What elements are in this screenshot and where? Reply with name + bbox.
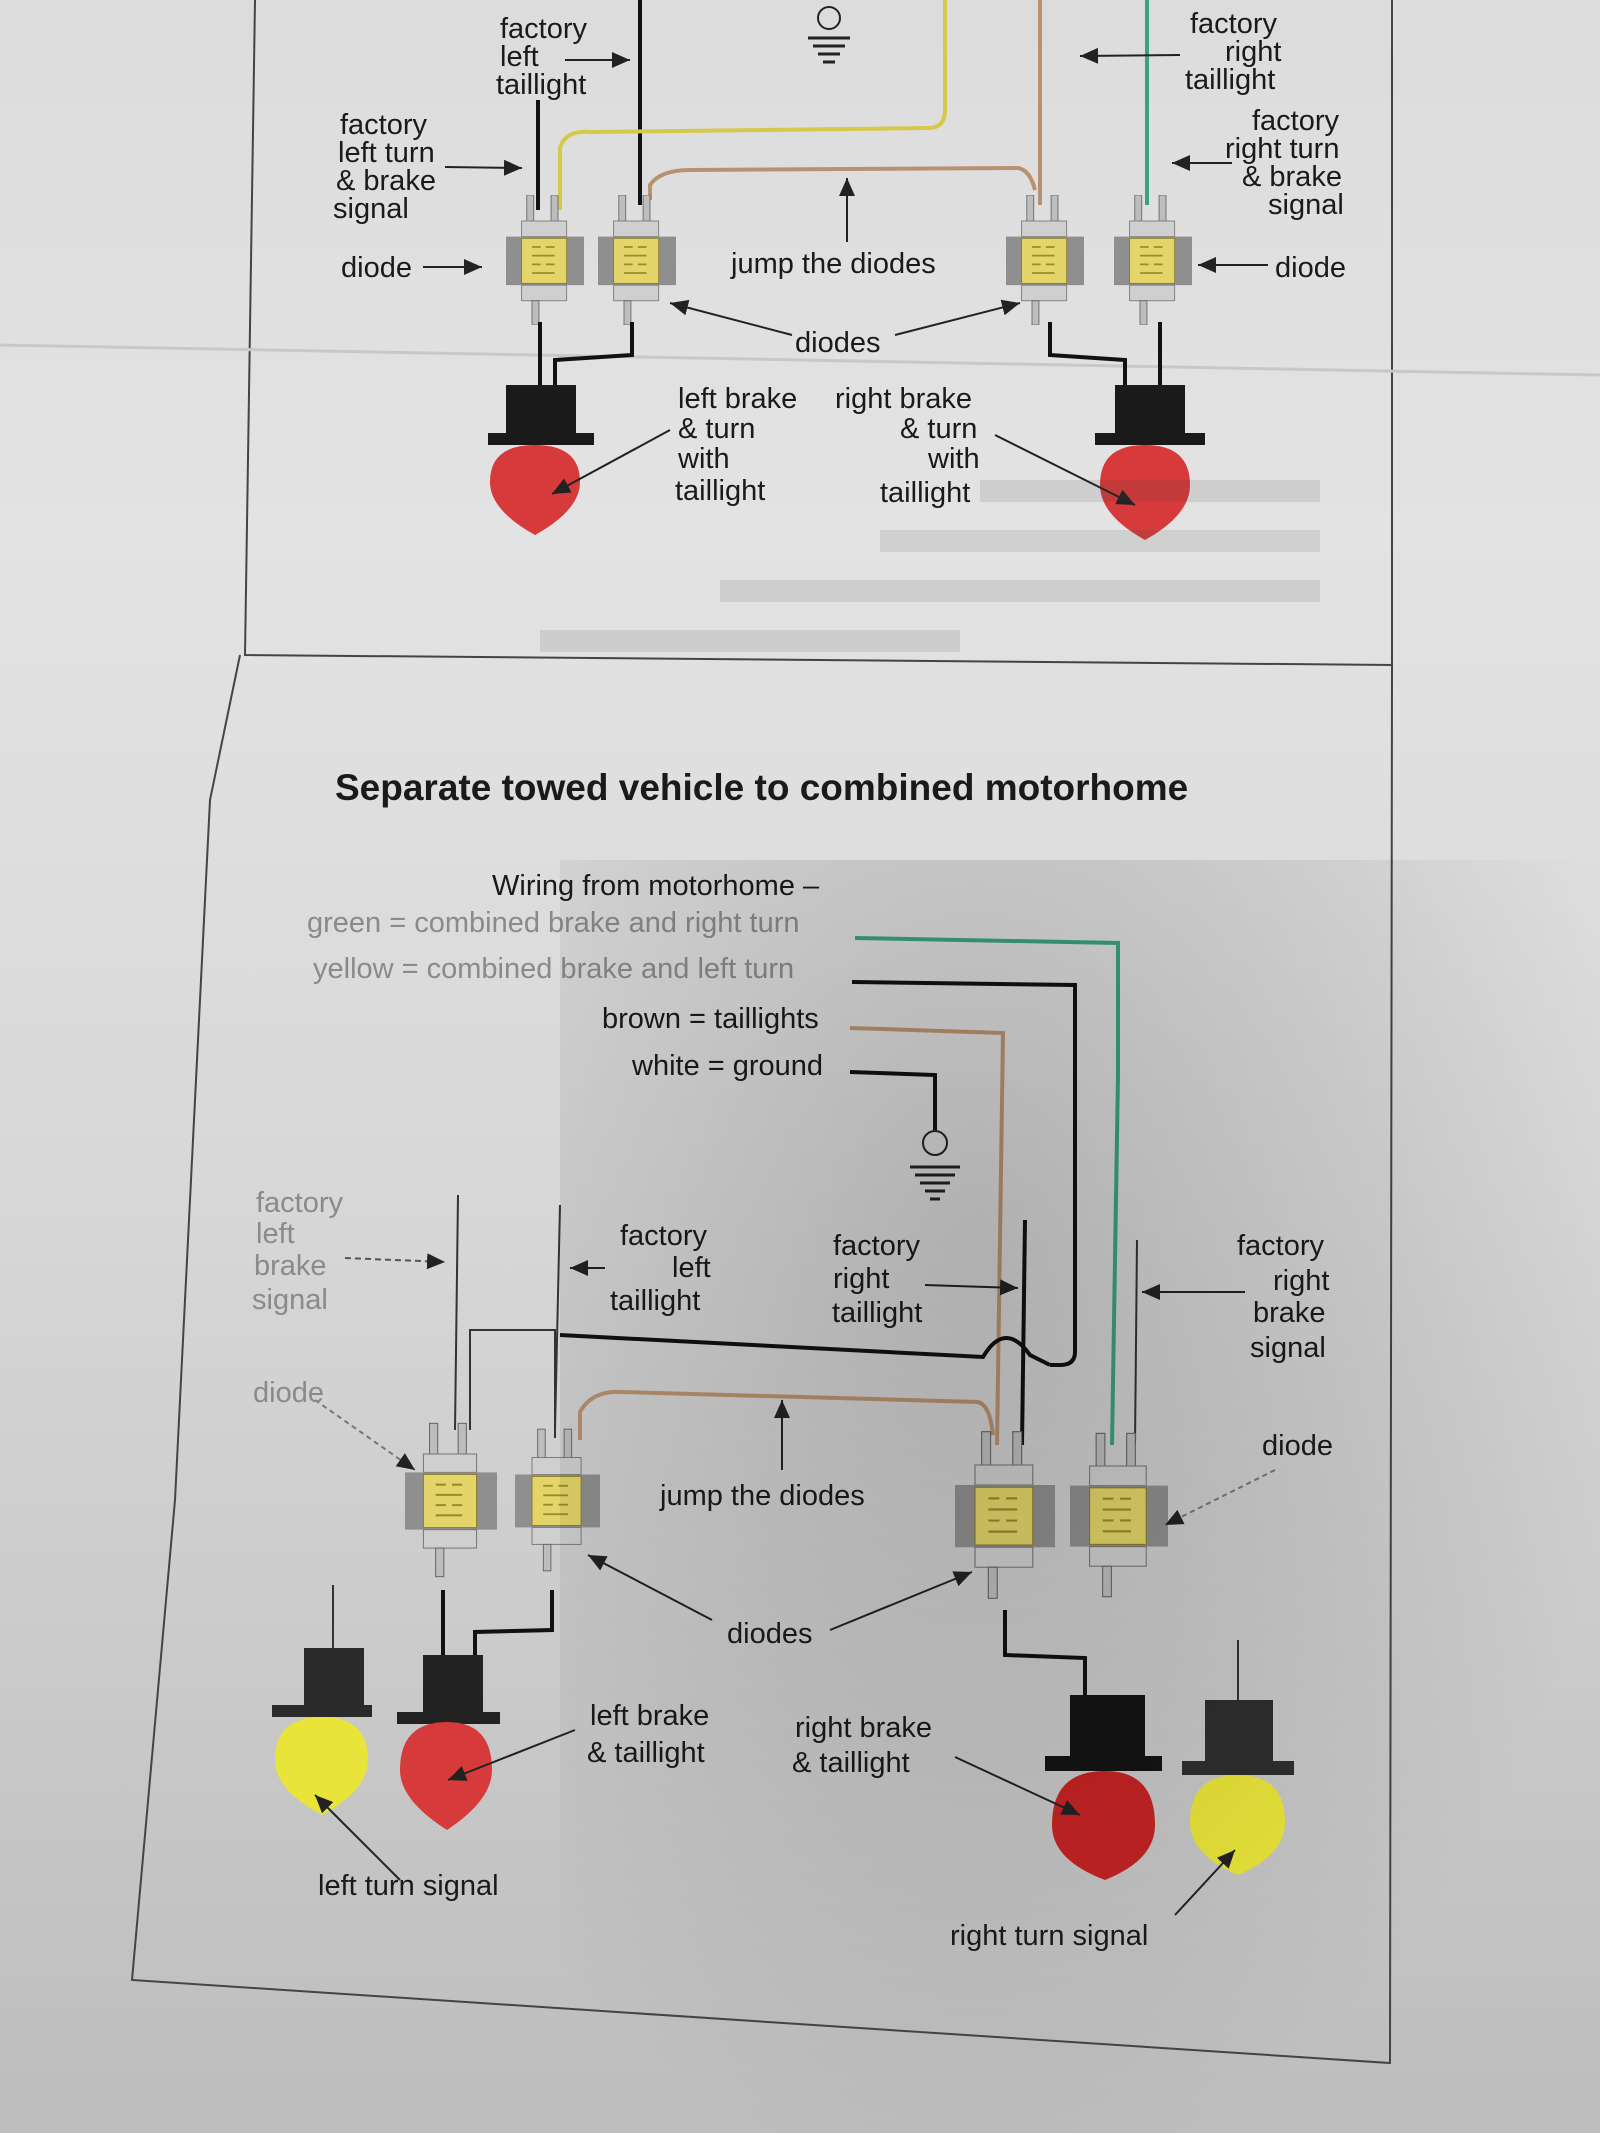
bottom-panel: Separate towed vehicle to combined motor… (252, 767, 1337, 1952)
bulb-right-brake-turn (1095, 385, 1205, 540)
label-left-brake-turn-taillight: left brake & turn with taillight (675, 383, 805, 507)
bleed-through (540, 480, 1320, 652)
label-right-turn-signal: right turn signal (950, 1920, 1148, 1952)
label-diodes-bottom: diodes (727, 1618, 812, 1650)
label-diode-left-top: diode (341, 252, 412, 284)
label-left-brake-taillight: left brake & taillight (587, 1700, 717, 1769)
wiring-yellow: yellow = combined brake and left turn (313, 953, 794, 985)
bulb-right-turn-signal (1182, 1700, 1294, 1875)
label-factory-right-taillight: factory right taillight (1185, 8, 1289, 96)
diode-bottom-right-2 (1070, 1432, 1168, 1598)
label-factory-right-turn-brake: factory right turn & brake signal (1225, 105, 1350, 221)
label-right-brake-turn-taillight: right brake & turn with taillight (835, 383, 988, 509)
label-factory-left-turn-brake: factory left turn & brake signal (333, 109, 444, 225)
label-jump-the-diodes-top: jump the diodes (730, 248, 936, 280)
top-panel: factory left taillight factory left turn… (333, 0, 1350, 540)
label-diode-bottom-right: diode (1262, 1430, 1333, 1462)
bulb-left-turn-signal (272, 1648, 372, 1815)
wiring-white: white = ground (631, 1050, 823, 1082)
wiring-green: green = combined brake and right turn (307, 907, 800, 939)
wiring-header: Wiring from motorhome – (492, 870, 820, 902)
ground-symbol (808, 6, 850, 64)
label-factory-right-taillight-bottom: factory right taillight (832, 1230, 928, 1329)
bulb-left-brake-turn (488, 385, 594, 535)
diode-left-1 (505, 195, 585, 325)
label-diode-right-top: diode (1275, 252, 1346, 284)
label-diode-bottom-left: diode (253, 1377, 324, 1409)
label-left-turn-signal: left turn signal (318, 1870, 499, 1902)
bulb-left-brake-taillight (397, 1655, 500, 1830)
label-factory-right-brake-signal: factory right brake signal (1237, 1230, 1337, 1364)
diode-right-1 (1005, 195, 1085, 325)
ground-symbol-bottom (910, 1130, 960, 1201)
label-diodes-top: diodes (795, 327, 880, 359)
label-right-brake-taillight: right brake & taillight (792, 1712, 940, 1779)
label-jump-the-diodes-bottom: jump the diodes (659, 1480, 865, 1512)
wiring-brown: brown = taillights (602, 1003, 819, 1035)
label-factory-left-taillight-bottom: factory left taillight (610, 1220, 719, 1317)
bulb-right-brake-taillight (1045, 1695, 1162, 1880)
label-factory-left-taillight: factory left taillight (496, 13, 595, 101)
diode-right-2 (1113, 195, 1193, 325)
diode-bottom-left-2 (515, 1427, 600, 1573)
label-factory-left-brake-signal: factory left brake signal (252, 1187, 351, 1316)
diode-left-2 (597, 195, 677, 325)
diagram-title: Separate towed vehicle to combined motor… (335, 767, 1188, 808)
diode-bottom-left-1 (405, 1422, 497, 1578)
